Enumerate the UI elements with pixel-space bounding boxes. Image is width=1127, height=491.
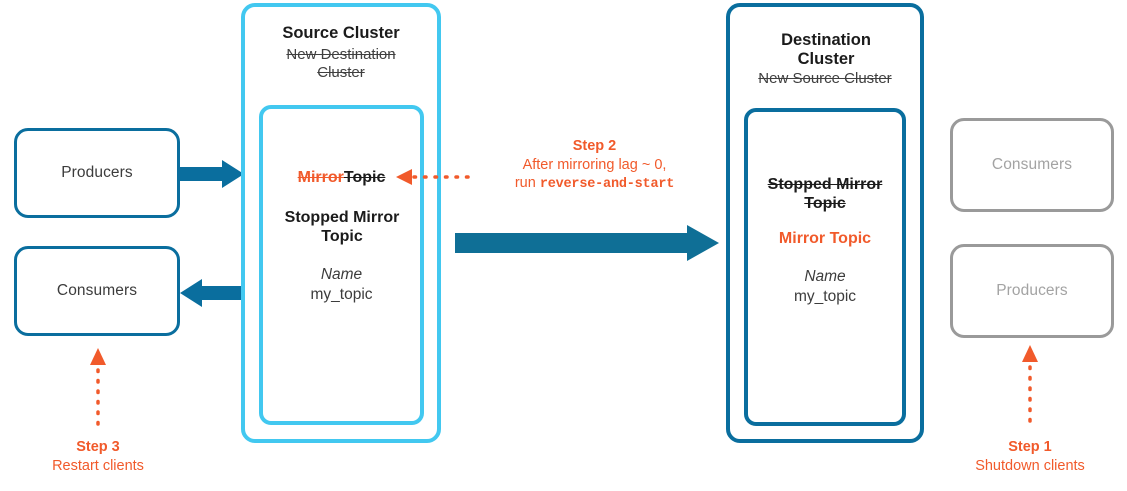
destination-cluster-title: Destination Cluster [781, 31, 871, 69]
step3-title: Step 3 [76, 439, 120, 455]
source-cluster-subtitle: New Destination Cluster [286, 46, 396, 81]
source-topic-struck-word-mirror: Mirror [297, 169, 344, 186]
step2-command: reverse-and-start [539, 177, 675, 193]
step1-text: Shutdown clients [975, 457, 1085, 474]
source-topic-struck-word-topic: Topic [343, 169, 386, 186]
destination-topic-struck-status: Stopped Mirror Topic [767, 176, 883, 213]
producers-box-right[interactable]: Producers [950, 244, 1114, 338]
step1-caption: Step 1 Shutdown clients [940, 438, 1120, 475]
step2-title: Step 2 [572, 138, 617, 154]
step2-line1: After mirroring lag ~ 0, [522, 156, 667, 173]
source-topic-frame [259, 105, 424, 425]
producers-label-right: Producers [996, 282, 1068, 299]
step2-caption: Step 2 After mirroring lag ~ 0, run reve… [487, 137, 702, 193]
step3-caption: Step 3 Restart clients [8, 438, 188, 475]
consumers-box-left[interactable]: Consumers [14, 246, 180, 336]
destination-topic-name-label: Name [804, 268, 846, 285]
source-to-consumers-arrow [180, 279, 246, 307]
step3-dotted-arrow [90, 348, 106, 433]
source-topic-name-value: my_topic [310, 286, 373, 303]
source-topic-name-label: Name [320, 266, 363, 283]
producers-to-source-arrow [178, 160, 244, 188]
consumers-box-right[interactable]: Consumers [950, 118, 1114, 212]
source-topic-struck-label: MirrorTopic [259, 168, 424, 187]
consumers-label-left: Consumers [56, 282, 138, 299]
step2-dotted-arrow [396, 169, 474, 185]
producers-box-left[interactable]: Producers [14, 128, 180, 218]
producers-label-left: Producers [61, 164, 133, 181]
step3-text: Restart clients [52, 457, 144, 474]
step2-line2-prefix: run [514, 175, 540, 192]
consumers-label-right: Consumers [991, 156, 1073, 173]
destination-cluster-subtitle: New Source Cluster [758, 70, 892, 87]
source-cluster-title: Source Cluster [282, 24, 400, 42]
destination-topic-active-status: Mirror Topic [778, 230, 872, 247]
destination-topic-name-value: my_topic [793, 288, 857, 305]
source-to-destination-arrow [455, 225, 719, 261]
step1-title: Step 1 [1008, 439, 1052, 455]
source-topic-status: Stopped Mirror Topic [284, 209, 400, 246]
step1-dotted-arrow [1022, 345, 1038, 432]
destination-topic-frame [744, 108, 906, 426]
